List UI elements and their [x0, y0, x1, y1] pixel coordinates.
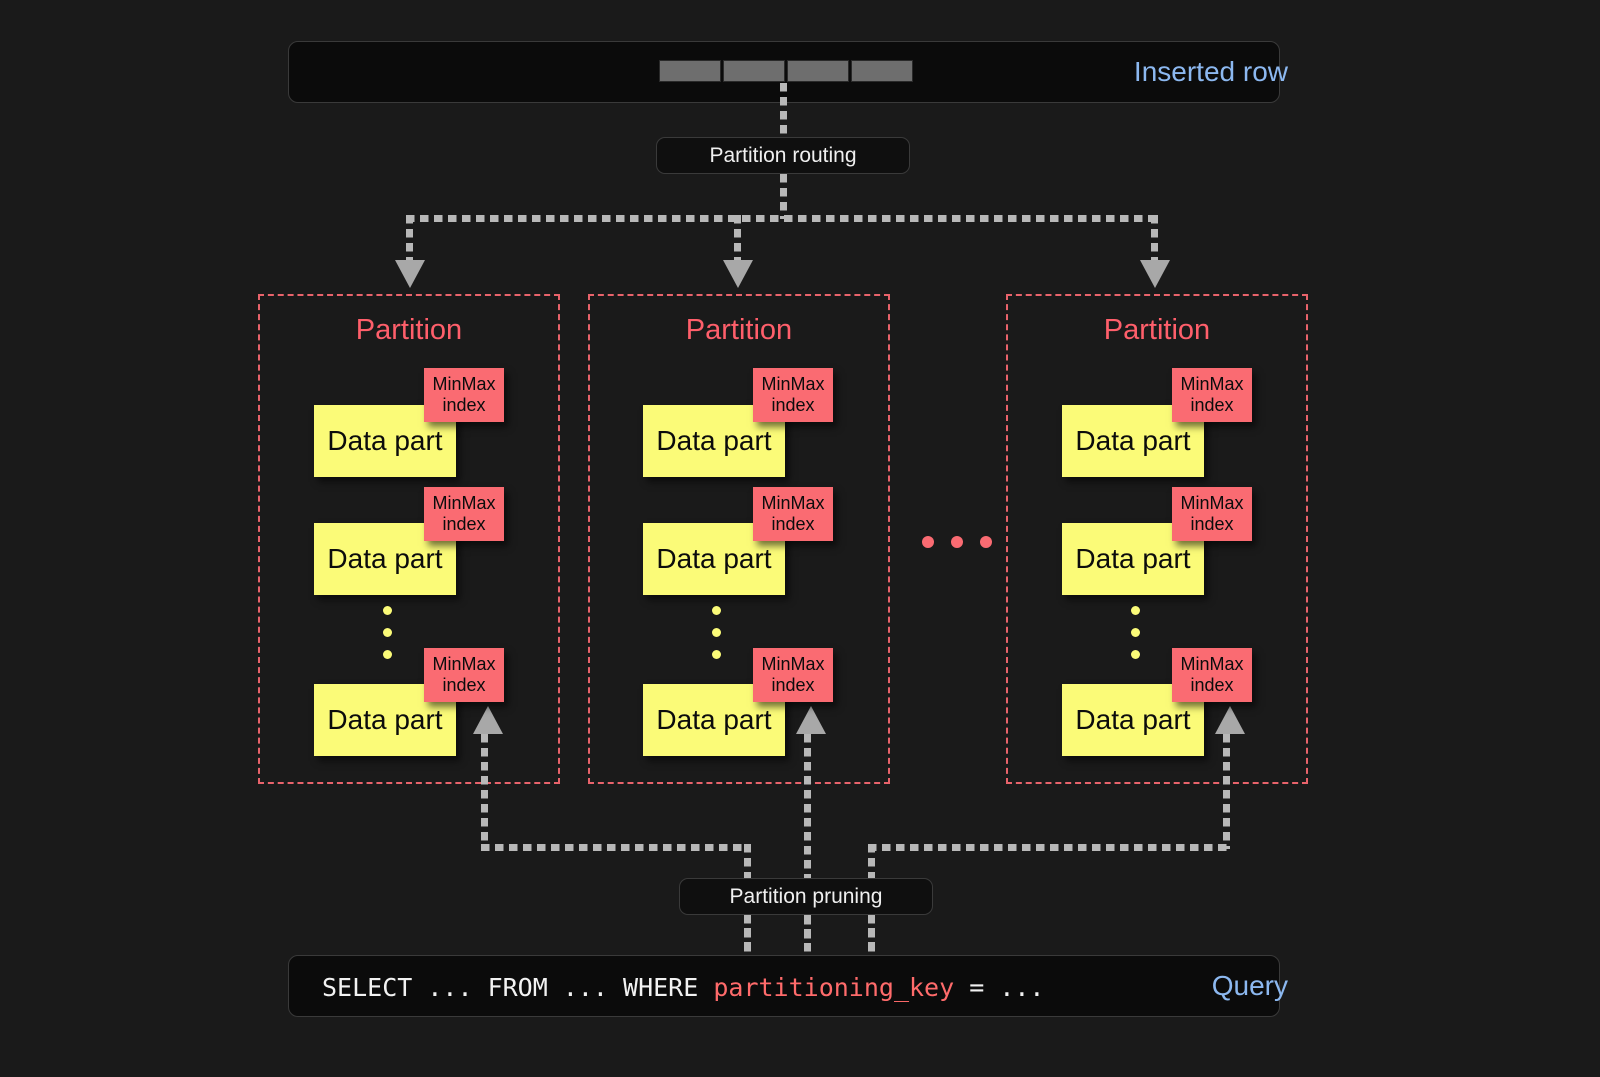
data-part-label: Data part	[327, 425, 443, 456]
connector-routing-to-partition-2	[734, 215, 741, 263]
inserted-row-cells	[659, 60, 913, 82]
connector-pruning-to-partition-3-vert	[1223, 734, 1230, 849]
connector-routing-to-partition-1	[406, 215, 413, 263]
minmax-line2: index	[771, 514, 815, 534]
partition-1-ellipsis	[383, 606, 392, 672]
ellipsis-dot	[712, 606, 721, 615]
minmax-index-1-2: MinMax index	[424, 487, 504, 541]
partition-pruning-box: Partition pruning	[679, 878, 933, 915]
data-part-3-2: Data part	[1062, 523, 1204, 595]
connector-pruning-to-partition-1-horz	[481, 844, 751, 851]
connector-row-to-routing	[780, 83, 787, 138]
minmax-line2: index	[1190, 395, 1234, 415]
minmax-index-2-2: MinMax index	[753, 487, 833, 541]
query-sql-text: SELECT ... FROM ... WHERE partitioning_k…	[322, 973, 1044, 1002]
minmax-line1: MinMax	[761, 654, 825, 675]
between-partitions-ellipsis	[922, 536, 992, 548]
ellipsis-dot	[1131, 606, 1140, 615]
data-part-3-3: Data part	[1062, 684, 1204, 756]
data-part-label: Data part	[1075, 425, 1191, 456]
minmax-index-2-3: MinMax index	[753, 648, 833, 702]
arrow-into-partition-3	[1140, 260, 1170, 288]
minmax-line2: index	[1190, 514, 1234, 534]
data-part-label: Data part	[327, 704, 443, 735]
data-part-label: Data part	[1075, 704, 1191, 735]
minmax-line1: MinMax	[1180, 654, 1244, 675]
minmax-line1: MinMax	[1180, 493, 1244, 514]
data-part-label: Data part	[656, 704, 772, 735]
partition-title: Partition	[355, 314, 463, 346]
data-part-label: Data part	[327, 543, 443, 574]
query-sql-suffix: = ...	[954, 973, 1045, 1002]
arrow-into-data-part-1	[473, 706, 503, 734]
minmax-line2: index	[1190, 675, 1234, 695]
arrow-into-partition-1	[395, 260, 425, 288]
partition-routing-box: Partition routing	[656, 137, 910, 174]
minmax-index-3-2: MinMax index	[1172, 487, 1252, 541]
ellipsis-dot	[712, 650, 721, 659]
partition-box-2: Partition	[588, 294, 890, 784]
inserted-row-label: Inserted row	[1133, 56, 1288, 87]
ellipsis-dot	[383, 606, 392, 615]
partition-routing-label: Partition routing	[709, 143, 857, 167]
ellipsis-dot	[712, 628, 721, 637]
minmax-line2: index	[771, 395, 815, 415]
minmax-line2: index	[442, 395, 486, 415]
partition-box-1: Partition	[258, 294, 560, 784]
row-cell	[787, 60, 849, 82]
query-partitioning-key: partitioning_key	[713, 973, 955, 1002]
minmax-line2: index	[771, 675, 815, 695]
ellipsis-dot	[951, 536, 963, 548]
ellipsis-dot	[922, 536, 934, 548]
arrow-into-partition-2	[723, 260, 753, 288]
minmax-line2: index	[442, 514, 486, 534]
minmax-line1: MinMax	[432, 493, 496, 514]
partition-box-3: Partition	[1006, 294, 1308, 784]
connector-routing-to-partition-3	[1151, 215, 1158, 263]
connector-pruning-to-partition-3-horz	[868, 844, 1230, 851]
partition-title: Partition	[1103, 314, 1211, 346]
minmax-index-2-1: MinMax index	[753, 368, 833, 422]
query-sql-prefix: SELECT ... FROM ... WHERE	[322, 973, 714, 1002]
connector-pruning-to-partition-2	[804, 734, 811, 944]
row-cell	[723, 60, 785, 82]
connector-pruning-to-query-left	[744, 915, 751, 955]
arrow-into-data-part-3	[1215, 706, 1245, 734]
query-banner	[288, 955, 1280, 1017]
partition-pruning-label: Partition pruning	[729, 884, 883, 908]
data-part-label: Data part	[1075, 543, 1191, 574]
partition-3-ellipsis	[1131, 606, 1140, 672]
connector-routing-bus	[406, 215, 1158, 222]
row-cell	[851, 60, 913, 82]
connector-routing-down	[780, 174, 787, 219]
arrow-into-data-part-2	[796, 706, 826, 734]
query-label: Query	[1211, 970, 1288, 1001]
minmax-index-1-3: MinMax index	[424, 648, 504, 702]
minmax-index-3-3: MinMax index	[1172, 648, 1252, 702]
connector-pruning-to-partition-1-vert	[481, 734, 488, 849]
data-part-label: Data part	[656, 425, 772, 456]
minmax-line1: MinMax	[432, 374, 496, 395]
minmax-index-1-1: MinMax index	[424, 368, 504, 422]
minmax-index-3-1: MinMax index	[1172, 368, 1252, 422]
connector-pruning-to-query-mid	[804, 915, 811, 955]
ellipsis-dot	[383, 628, 392, 637]
row-cell	[659, 60, 721, 82]
ellipsis-dot	[1131, 628, 1140, 637]
connector-pruning-to-query-right	[868, 915, 875, 955]
minmax-line1: MinMax	[1180, 374, 1244, 395]
ellipsis-dot	[1131, 650, 1140, 659]
partition-title: Partition	[685, 314, 793, 346]
minmax-line1: MinMax	[761, 374, 825, 395]
minmax-line1: MinMax	[432, 654, 496, 675]
data-part-1-1: Data part	[314, 405, 456, 477]
ellipsis-dot	[383, 650, 392, 659]
partition-2-ellipsis	[712, 606, 721, 672]
ellipsis-dot	[980, 536, 992, 548]
minmax-line2: index	[442, 675, 486, 695]
data-part-label: Data part	[656, 543, 772, 574]
minmax-line1: MinMax	[761, 493, 825, 514]
